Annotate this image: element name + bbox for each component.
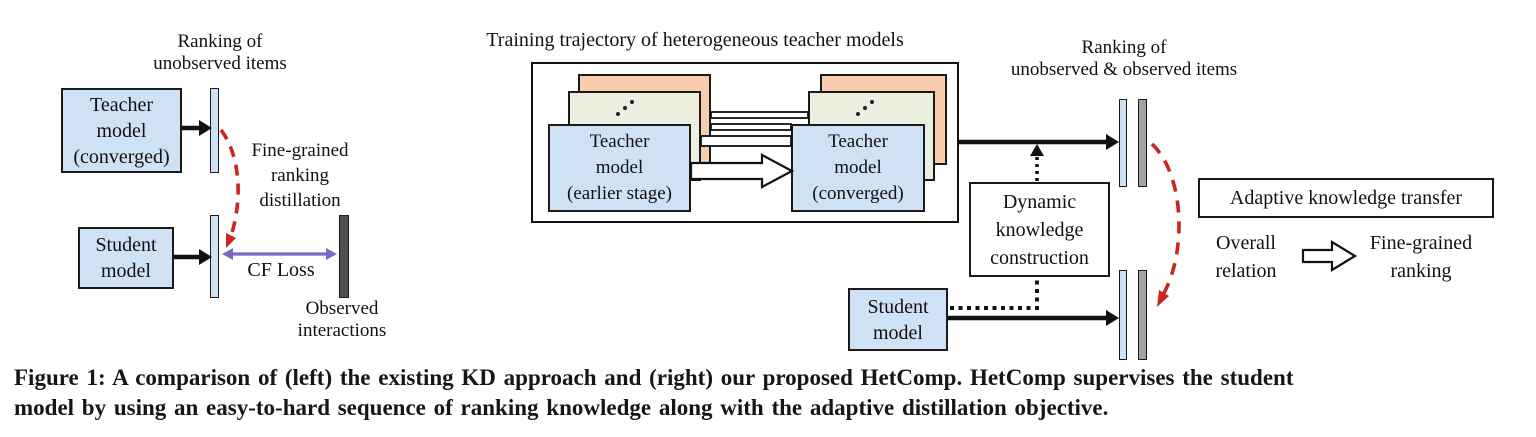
teacher-earlier-box-label: Teacher model (earlier stage) [567, 131, 672, 204]
teacher-converged-box-right-label: Teacher model (converged) [812, 131, 904, 204]
teacher-converged-box-right: Teacher model (converged) [791, 124, 925, 212]
trajectory-title: Training trajectory of heterogeneous tea… [486, 29, 904, 51]
student-box-right-label: Student model [867, 295, 929, 344]
teacher-earlier-box: Teacher model (earlier stage) [548, 124, 691, 212]
student-box-left: Student model [78, 227, 174, 289]
dynamic-knowledge-box-label: Dynamic knowledge construction [990, 190, 1089, 269]
fine-grained-ranking-label: Fine-grained ranking [1369, 232, 1473, 282]
overall-to-finegrained-hollow-arrow [1301, 240, 1358, 272]
distillation-dashed-arrow [219, 128, 240, 248]
adaptive-transfer-dashed-arrow [1150, 142, 1181, 307]
student-to-bottombars-arrow [948, 310, 1119, 326]
teacher-converged-box-left-label: Teacher model (converged) [73, 93, 170, 168]
teachers-to-topbars-arrow [959, 134, 1119, 150]
right-ranking-label: Ranking of unobserved & observed items [1010, 37, 1238, 80]
teacher-to-bar-arrow [182, 120, 212, 136]
teacher-converged-box-left: Teacher model (converged) [61, 88, 182, 173]
adaptive-knowledge-transfer-box: Adaptive knowledge transfer [1198, 178, 1494, 218]
observed-interactions-bar [339, 215, 349, 298]
top-ranking-bar-observed [1138, 99, 1147, 187]
student-box-right: Student model [848, 288, 948, 351]
student-ranking-bar [210, 215, 219, 298]
top-ranking-bar-unobserved [1119, 99, 1127, 187]
student-to-bar-arrow [174, 249, 212, 265]
observed-interactions-label: Observed interactions [297, 298, 387, 341]
left-ranking-label: Ranking of unobserved items [153, 31, 287, 74]
cf-loss-label: CF Loss [247, 259, 315, 281]
teacher-ranking-bar [210, 88, 219, 173]
adaptive-knowledge-transfer-label: Adaptive knowledge transfer [1229, 187, 1463, 209]
distillation-label: Fine-grained ranking distillation [251, 140, 349, 211]
overall-relation-label: Overall relation [1215, 232, 1277, 282]
dynamic-knowledge-box: Dynamic knowledge construction [969, 182, 1110, 277]
student-to-dynamic-dotted-line [950, 278, 1039, 310]
dynamic-up-dotted-arrow [1030, 144, 1044, 181]
figure-caption: Figure 1: A comparison of (left) the exi… [14, 365, 1294, 420]
student-box-left-label: Student model [95, 234, 157, 282]
bottom-ranking-bar-observed [1138, 270, 1147, 360]
bottom-ranking-bar-unobserved [1119, 270, 1127, 360]
